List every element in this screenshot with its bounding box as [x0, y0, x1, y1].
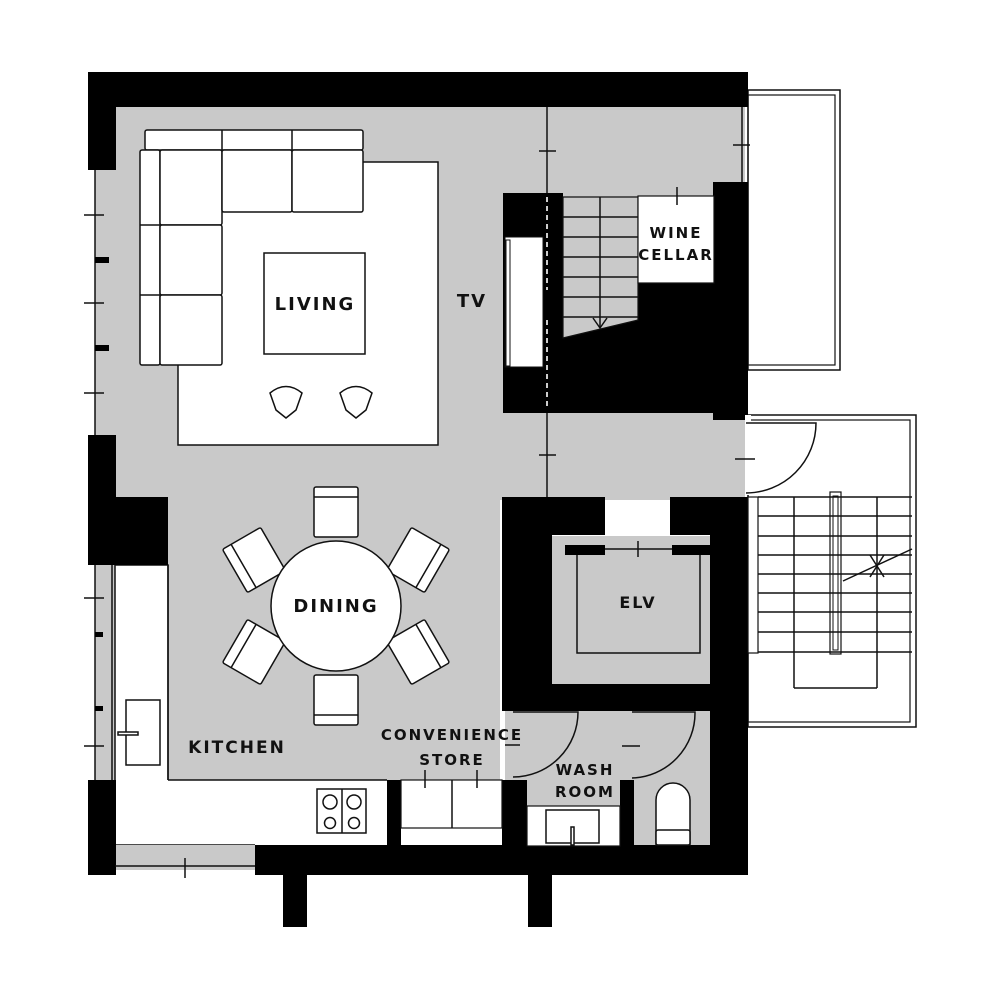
dining-chair: [313, 674, 359, 726]
elevator: ELV: [565, 541, 712, 654]
dining-chair: [222, 527, 286, 593]
west-windows: [84, 170, 255, 878]
dining-label: DINING: [293, 596, 378, 617]
wine-cellar: WINE CELLAR: [637, 187, 715, 284]
stair-core-external: [747, 414, 917, 728]
convenience-store: CONVENIENCE STORE: [381, 711, 579, 829]
dining-set: DINING: [222, 486, 450, 726]
wine-cellar-label-1: WINE: [650, 224, 703, 242]
dining-chair: [386, 619, 450, 685]
convenience-label-2: STORE: [419, 751, 485, 769]
washroom-label-1: WASH: [556, 761, 615, 779]
elevator-label: ELV: [619, 593, 656, 612]
stair-door: [735, 415, 817, 495]
sectional-sofa: [139, 129, 364, 366]
balcony-upper-right: [747, 89, 841, 371]
tv-unit: [504, 236, 544, 368]
partitions: [539, 107, 750, 497]
wash-room: WASH ROOM: [526, 711, 696, 847]
cooktop: [316, 788, 367, 834]
dining-chair: [386, 527, 450, 593]
living-label: LIVING: [275, 294, 356, 315]
armchair-2: [339, 385, 373, 419]
kitchen-sink: [117, 699, 161, 766]
toilet: [655, 782, 691, 846]
round-dining-table: [270, 540, 402, 672]
coffee-table: LIVING: [263, 252, 366, 355]
tv-label: TV: [457, 291, 487, 312]
washroom-label-2: ROOM: [555, 783, 615, 801]
wine-cellar-label-2: CELLAR: [638, 246, 714, 264]
armchair-1: [269, 385, 303, 419]
convenience-label-1: CONVENIENCE: [381, 726, 523, 744]
external-stairs: [747, 491, 913, 689]
dining-chair: [313, 486, 359, 538]
kitchen-label: KITCHEN: [188, 738, 286, 758]
dining-chair: [222, 619, 286, 685]
internal-stairs: [562, 196, 639, 339]
